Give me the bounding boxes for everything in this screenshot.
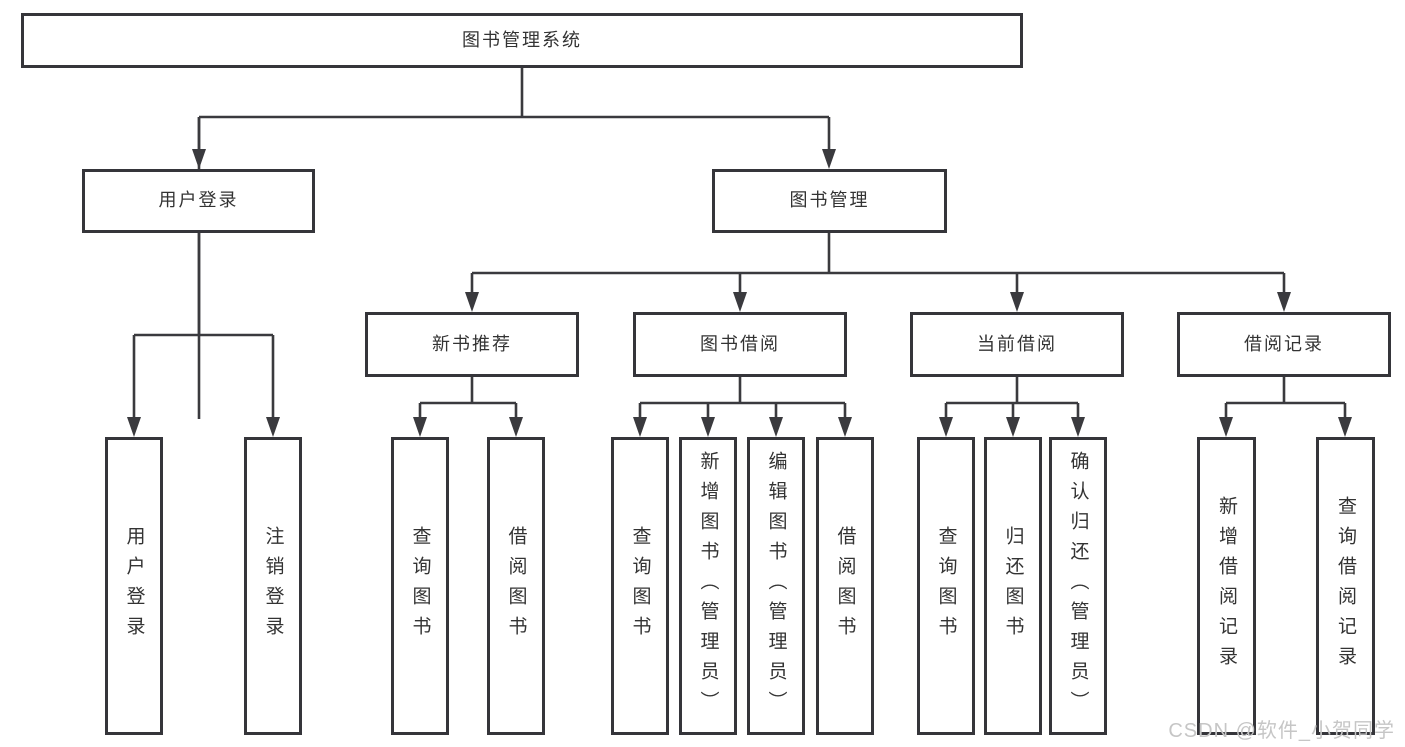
node-leaf-logout: 注销登录 (244, 437, 302, 735)
node-leaf-edit-books-admin: 编辑图书（管理员） (747, 437, 805, 735)
node-leaf-borrow-books: 借阅图书 (816, 437, 874, 735)
connector-borrow-records (1224, 377, 1347, 420)
connector-current-borrow (944, 377, 1080, 420)
node-book-borrow: 图书借阅 (633, 312, 847, 377)
node-leaf-add-books-admin: 新增图书（管理员） (679, 437, 737, 735)
node-current-borrow: 当前借阅 (910, 312, 1124, 377)
node-borrow-records: 借阅记录 (1177, 312, 1391, 377)
connector-new-book-recommend (418, 377, 518, 420)
connector-book-borrow (638, 377, 847, 420)
arrowheads (127, 149, 1352, 437)
node-leaf-query-books-current: 查询图书 (917, 437, 975, 735)
node-user-login: 用户登录 (82, 169, 315, 233)
node-leaf-confirm-return-admin: 确认归还（管理员） (1049, 437, 1107, 735)
node-leaf-user-login: 用户登录 (105, 437, 163, 735)
node-library-management-system: 图书管理系统 (21, 13, 1023, 68)
node-leaf-query-borrow-record: 查询借阅记录 (1316, 437, 1375, 735)
connector-book-management (470, 233, 1286, 294)
node-book-management: 图书管理 (712, 169, 947, 233)
connector-user-login (132, 233, 275, 420)
node-leaf-return-books: 归还图书 (984, 437, 1042, 735)
connector-root (197, 68, 831, 419)
node-new-book-recommend: 新书推荐 (365, 312, 579, 377)
node-leaf-query-books-borrow: 查询图书 (611, 437, 669, 735)
node-leaf-query-books-recommend: 查询图书 (391, 437, 449, 735)
node-leaf-borrow-books-recommend: 借阅图书 (487, 437, 545, 735)
node-leaf-add-borrow-record: 新增借阅记录 (1197, 437, 1256, 735)
watermark: CSDN @软件_小贺同学 (1168, 720, 1395, 742)
